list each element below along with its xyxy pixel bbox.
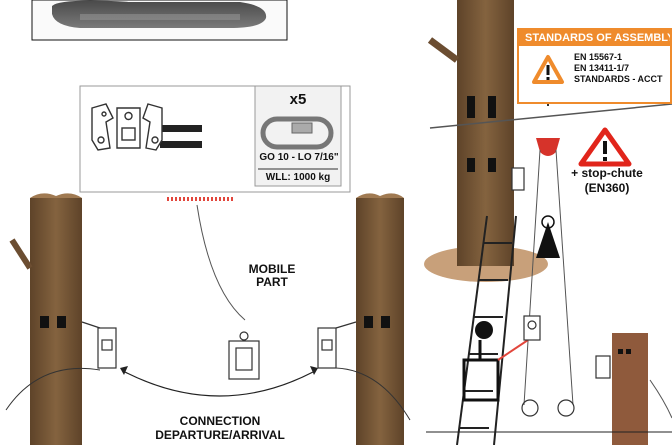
stop-chute-label-1: + stop-chute (552, 167, 662, 180)
mobile-part-label-1: MOBILE (240, 263, 304, 276)
wll-label: WLL: 1000 kg (258, 173, 338, 184)
left-tree (12, 193, 82, 445)
right-tree (356, 193, 404, 445)
right-trolley (318, 322, 356, 368)
connector-spec-label: GO 10 - LO 7/16" (252, 153, 346, 164)
equals-icon (160, 125, 202, 132)
pointer-line (197, 205, 245, 320)
tree-trolley (512, 168, 524, 190)
quantity-label: x5 (278, 92, 318, 108)
arrowhead-right-icon (310, 366, 318, 375)
stop-chute-label-2: (EN360) (552, 182, 662, 195)
mobile-part-icon (229, 332, 259, 379)
product-photo (32, 0, 287, 40)
standard-line-3: STANDARDS - ACCT (574, 74, 663, 84)
stop-chute-warning-icon (581, 130, 629, 164)
trolley-plates-icon (92, 104, 162, 150)
standards-panel: STANDARDS OF ASSEMBLY EN 15567-1 EN 1341… (517, 28, 672, 104)
stop-chute-device-icon (524, 316, 540, 340)
standard-line-2: EN 13411-1/7 (574, 63, 629, 73)
mobile-part-label-2: PART (240, 276, 304, 289)
connection-label-2: DEPARTURE/ARRIVAL (150, 429, 290, 442)
left-trolley (82, 322, 116, 368)
connection-arrow (125, 372, 313, 396)
standards-title: STANDARDS OF ASSEMBLY (519, 30, 670, 46)
standard-line-1: EN 15567-1 (574, 52, 622, 62)
warning-icon (531, 54, 565, 86)
wooden-post (596, 333, 672, 445)
connection-label-1: CONNECTION (150, 415, 290, 428)
climber-figure (464, 321, 528, 400)
arrowhead-left-icon (120, 366, 128, 375)
